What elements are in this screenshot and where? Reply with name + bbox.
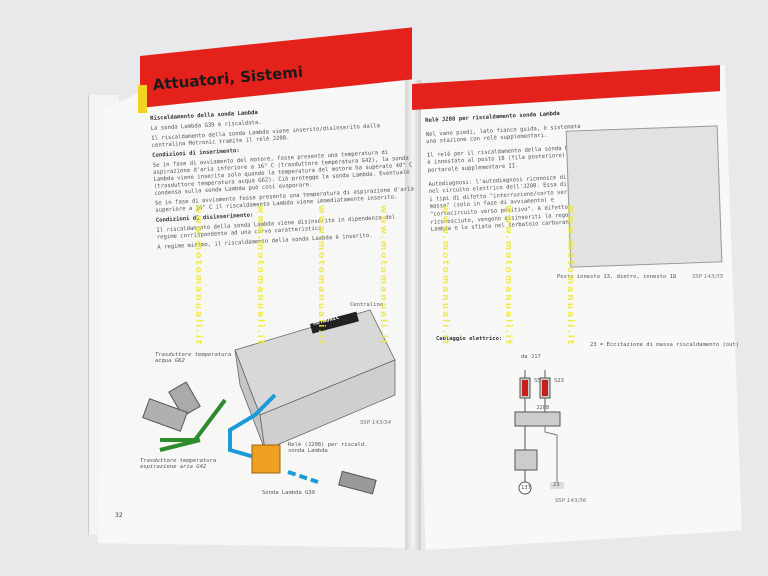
ecu-label: Centralina (350, 302, 384, 308)
terminal-label: 23 (553, 482, 560, 488)
watermark: www.motomanuali.it (316, 205, 326, 347)
wiring-diagram (514, 370, 564, 495)
relay-j208 (514, 411, 561, 427)
air-sensor-label: Trasduttore temperatura espirazione aria… (140, 458, 217, 470)
page-number: 32 (115, 512, 123, 519)
watermark: www.motomanuali.it (440, 205, 450, 347)
component-label: 137 (521, 485, 531, 491)
section: Condizioni di inserimento: Se in fase di… (152, 138, 417, 215)
water-sensor-label: Trasduttore temperatura acqua G62 (155, 352, 232, 364)
lambda-probe-illustration (338, 470, 377, 495)
wiring-from: da J17 (521, 354, 541, 360)
wiring-ref: SSP 143/36 (555, 498, 587, 504)
ecu-illustration (234, 309, 396, 451)
watermark: www.motomanuali.it (378, 205, 388, 347)
watermark: www.motomanuali.it (565, 205, 575, 347)
relay-label: Relè (J208) per riscald. sonda Lambda (288, 442, 368, 454)
figure-ref: SSP 143/34 (360, 420, 392, 426)
relay-label: J208 (536, 405, 550, 411)
fusebox-ref: SSP 143/35 (692, 274, 724, 280)
water-sensor-illustration (168, 381, 201, 417)
relay-j208-illustration (251, 444, 281, 474)
header-yellow-tab (138, 85, 147, 113)
lambda-probe-label: Sonda Lambda G39 (262, 490, 315, 496)
wiring-heading: Cablaggio elettrico: (436, 336, 503, 342)
watermark: www.motomanuali.it (503, 205, 513, 347)
air-sensor-illustration (142, 398, 188, 432)
watermark: www.motomanuali.it (255, 205, 265, 347)
watermark: www.motomanuali.it (193, 205, 203, 347)
book-gutter (405, 80, 421, 550)
component-137 (518, 481, 532, 495)
blue-signal-line (228, 393, 277, 462)
fusebox-caption: Posto innesto 13, dietro, innesto 18 (557, 274, 677, 280)
component-block (514, 449, 538, 471)
motronic-diagram (142, 309, 396, 495)
fuse-b-label: S23 (554, 378, 564, 384)
wiring-legend: 23 = Eccitazione di massa riscaldamento … (590, 342, 740, 348)
fuse-a-label: S5 (534, 378, 541, 384)
fusebox-illustration (565, 125, 723, 268)
